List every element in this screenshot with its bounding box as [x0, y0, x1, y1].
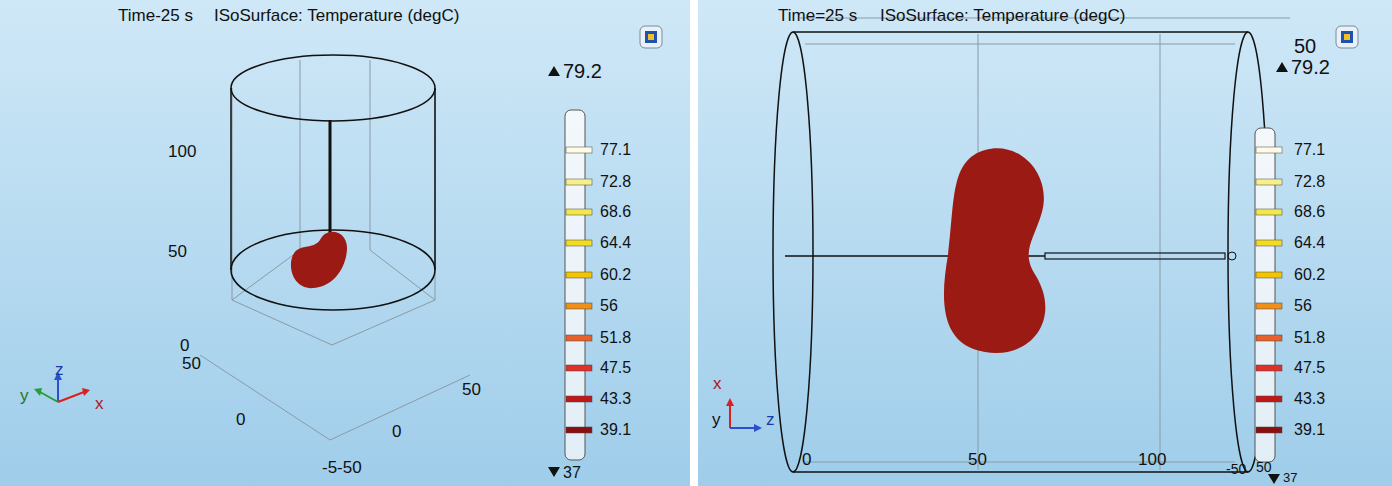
axis-tick: 100	[1138, 451, 1166, 470]
axis-tick: -50	[1226, 462, 1246, 477]
colorbar	[565, 110, 585, 460]
axis-tick: -5-50	[322, 459, 362, 478]
colorbar-tick: 60.2	[600, 266, 631, 284]
colorbar-tick-mark	[566, 396, 592, 402]
panel-title: Time=25 s	[778, 7, 857, 26]
axis-tick: 50	[168, 243, 187, 262]
cylinder-outline	[231, 55, 435, 310]
colorbar-tick-mark	[1256, 209, 1282, 215]
colorbar-tick: 47.5	[600, 359, 631, 377]
axis-tick: 0	[180, 337, 189, 356]
axis-letter: y	[20, 387, 29, 406]
colorbar-tick: 43.3	[600, 390, 631, 408]
colorbar-tick-mark	[566, 240, 592, 246]
min-value: 37	[563, 464, 581, 482]
axis-tick: 50	[1294, 35, 1316, 57]
max-marker	[548, 66, 560, 76]
needle	[329, 120, 332, 236]
colorbar-tick: 72.8	[1294, 173, 1325, 191]
axis-tick: 100	[168, 143, 196, 162]
panel-ground	[698, 0, 1392, 486]
axis-tick: 0	[802, 451, 811, 470]
cylinder-outline	[773, 32, 1268, 472]
colorbar-tick-mark	[566, 365, 592, 371]
panel-title: Time-25 s	[118, 7, 193, 26]
colorbar-tick: 64.4	[1294, 234, 1325, 252]
colorbar-tick: 47.5	[1294, 359, 1325, 377]
max-value: 79.2	[1291, 56, 1330, 78]
colorbar-tick: 77.1	[600, 141, 631, 159]
colorbar-tick-mark	[566, 303, 592, 309]
colorbar-tick: 43.3	[1294, 390, 1325, 408]
colorbar-tick: 56	[1294, 297, 1312, 315]
colorbar-tick: 64.4	[600, 234, 631, 252]
colorbar-tick-mark	[1256, 179, 1282, 185]
colorbar-tick: 72.8	[600, 173, 631, 191]
panel-title: ISoSurface: Temperature (degC)	[214, 7, 459, 26]
app-icon	[640, 26, 1358, 48]
colorbar-tick: 51.8	[600, 329, 631, 347]
panel-title: ISoSurface: Temperature (degC)	[880, 7, 1125, 26]
panel-gap	[690, 0, 698, 486]
axis-letter: z	[55, 361, 64, 380]
colorbar-tick-mark	[566, 335, 592, 341]
colorbar-tick-mark	[1256, 365, 1282, 371]
colorbar-tick-mark	[566, 427, 592, 433]
axis-letter: z	[766, 411, 775, 430]
axis-tick: 50	[1256, 460, 1272, 475]
colorbar-tick-mark	[1256, 240, 1282, 246]
axis-letter: x	[713, 375, 722, 394]
colorbar-tick-mark	[1256, 147, 1282, 153]
axis-letter: x	[95, 395, 104, 414]
axis-tick: 50	[462, 381, 481, 400]
isosurface-blob	[291, 232, 347, 288]
axis-triad	[726, 398, 762, 432]
colorbar-tick: 51.8	[1294, 329, 1325, 347]
colorbar-tick-mark	[1256, 335, 1282, 341]
colorbar-tick: 39.1	[1294, 421, 1325, 439]
max-marker	[1276, 62, 1288, 72]
min-value: 37	[1283, 471, 1297, 485]
axis-tick: 50	[182, 355, 201, 374]
colorbar-tick: 68.6	[600, 203, 631, 221]
axis-tick: 0	[392, 423, 401, 442]
colorbar-tick: 39.1	[600, 421, 631, 439]
colorbar-tick: 60.2	[1294, 266, 1325, 284]
colorbar-tick-mark	[1256, 272, 1282, 278]
grid-box	[200, 60, 470, 440]
colorbar	[1255, 128, 1275, 462]
colorbar-tick-mark	[566, 147, 592, 153]
max-value: 79.2	[563, 60, 602, 82]
isosurface-blob	[944, 148, 1045, 353]
colorbar-tick: 56	[600, 297, 618, 315]
colorbar-tick: 77.1	[1294, 141, 1325, 159]
colorbar-tick-mark	[566, 272, 592, 278]
axis-tick: 0	[236, 411, 245, 430]
colorbar-tick-mark	[566, 179, 592, 185]
colorbar-tick-mark	[1256, 427, 1282, 433]
needle	[1045, 253, 1225, 259]
axis-tick: 50	[968, 451, 987, 470]
colorbar-tick: 68.6	[1294, 203, 1325, 221]
panel-ground	[0, 0, 690, 486]
min-marker	[1268, 474, 1280, 484]
colorbar-tick-mark	[1256, 303, 1282, 309]
grid-box	[800, 18, 1290, 470]
min-marker	[548, 467, 560, 477]
colorbar-tick-mark	[1256, 396, 1282, 402]
needle-tip	[1228, 252, 1236, 260]
axis-letter: y	[712, 411, 721, 430]
colorbar-tick-mark	[566, 209, 592, 215]
